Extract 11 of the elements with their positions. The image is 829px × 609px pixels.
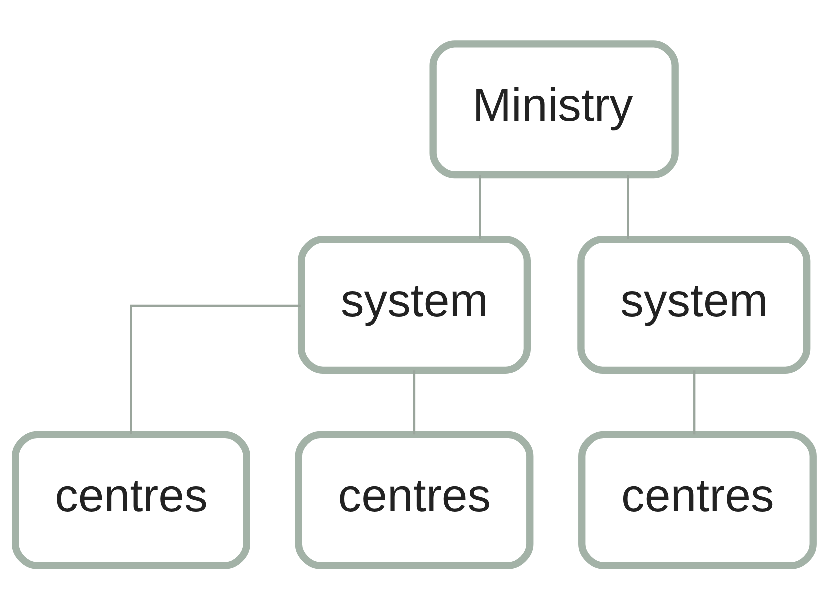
connector: [627, 174, 630, 239]
connector: [413, 370, 416, 434]
connector: [130, 304, 301, 434]
connector: [694, 370, 696, 434]
node-box: Ministry: [430, 40, 679, 178]
node-box: centres: [12, 430, 250, 569]
connector: [479, 174, 482, 239]
node-box: centres: [578, 430, 817, 569]
node-box: system: [578, 235, 811, 374]
node-box: centres: [295, 430, 534, 569]
node-box: system: [298, 235, 532, 374]
